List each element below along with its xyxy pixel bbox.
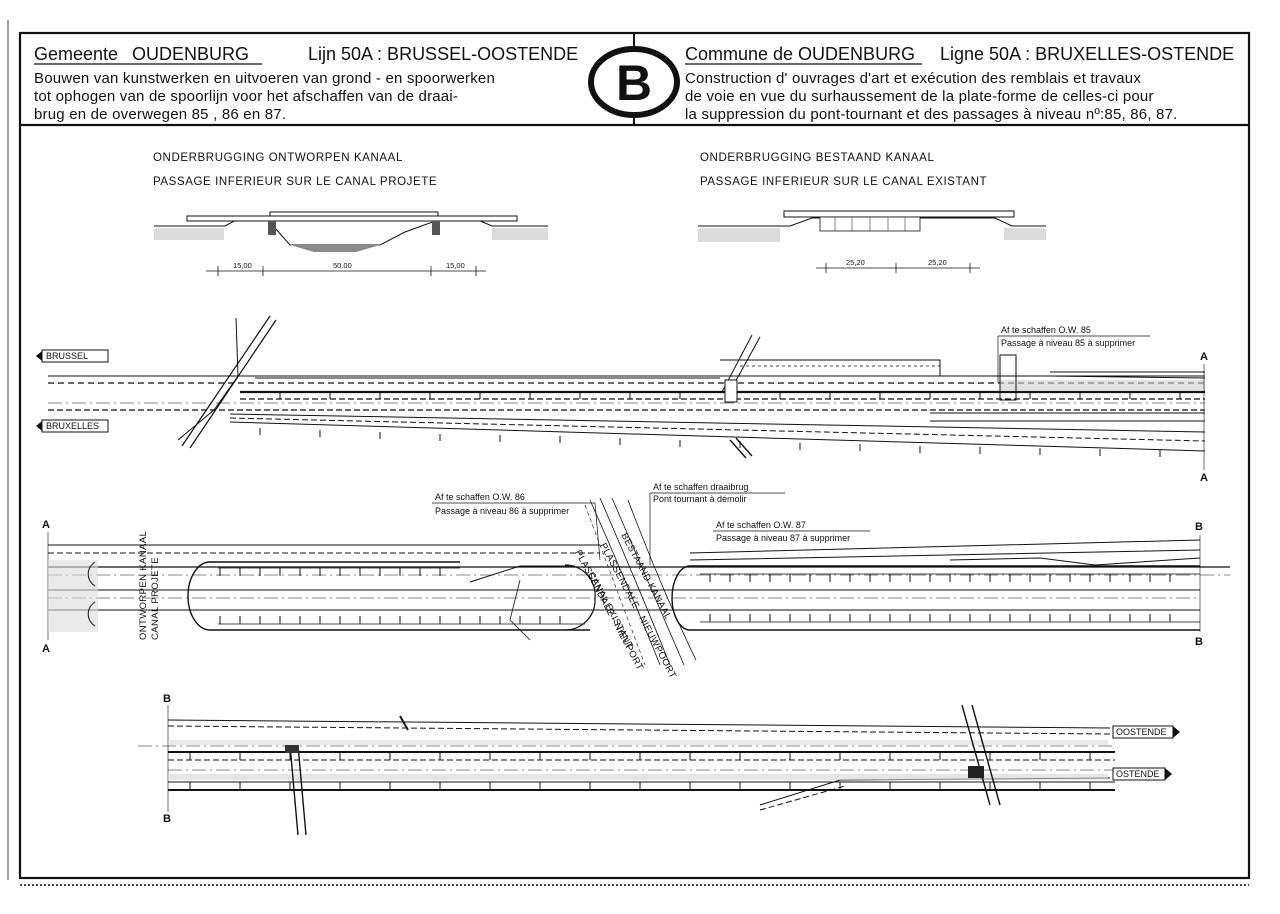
description-nl-line-1: Bouwen van kunstwerken en uitvoeren van … (34, 70, 495, 87)
plan-segment-1: BRUSSEL BRUXELLES (36, 315, 1208, 484)
match-mark-b-bottom-right: B (1195, 636, 1203, 648)
svg-text:Af te schaffen draaibrug: Af te schaffen draaibrug (653, 482, 748, 492)
description-fr-line-3: la suppression du pont-tournant et des p… (685, 106, 1178, 123)
section-left-title-nl: ONDERBRUGGING ONTWORPEN KANAAL (153, 152, 403, 164)
note-ow85: Af te schaffen O.W. 85 Passage à niveau … (997, 325, 1150, 383)
municipality-fr: Commune de OUDENBURG (685, 44, 915, 64)
match-mark-b-top-right: B (1195, 521, 1203, 533)
logo-letter: B (616, 55, 652, 111)
note-draaibrug: Af te schaffen draaibrug Pont tournant à… (649, 482, 785, 565)
dim-right-1: 25,20 (846, 258, 865, 267)
line-title-nl: Lijn 50A : BRUSSEL-OOSTENDE (308, 44, 578, 64)
match-mark-a-bottom-right: A (1200, 472, 1208, 484)
section-right-title-fr: PASSAGE INFERIEUR SUR LE CANAL EXISTANT (700, 176, 987, 188)
dim-left-1: 15,00 (233, 261, 252, 270)
svg-text:Passage à niveau 87 à supprime: Passage à niveau 87 à supprimer (716, 533, 850, 543)
description-nl-line-3: brug en de overwegen 85 , 86 en 87. (34, 106, 286, 123)
section-existing-canal: ONDERBRUGGING BESTAAND KANAAL PASSAGE IN… (698, 152, 1046, 273)
match-mark-b-top-left: B (163, 693, 171, 705)
match-mark-b-bottom-left: B (163, 813, 171, 825)
municipality-name-nl: OUDENBURG (132, 44, 249, 64)
svg-text:Passage à niveau 85 à supprime: Passage à niveau 85 à supprimer (1001, 338, 1135, 348)
note-ow86: Af te schaffen O.W. 86 Passage à niveau … (432, 492, 601, 561)
description-fr-line-1: Construction d' ouvrages d'art et exécut… (685, 70, 1141, 87)
svg-text:OOSTENDE: OOSTENDE (1116, 727, 1167, 737)
line-title-fr: Ligne 50A : BRUXELLES-OSTENDE (940, 44, 1234, 64)
svg-text:Af te schaffen O.W. 86: Af te schaffen O.W. 86 (435, 492, 525, 502)
header-right: Commune de OUDENBURG Ligne 50A : BRUXELL… (685, 44, 1234, 123)
dim-right-2: 25,20 (928, 258, 947, 267)
canal-projected-fr: CANAL PROJETE (150, 557, 161, 640)
match-mark-a-bottom-left: A (42, 643, 50, 655)
railway-logo: B (588, 46, 680, 118)
match-mark-a-top-left: A (42, 519, 50, 531)
svg-text:BRUSSEL: BRUSSEL (46, 351, 88, 361)
municipality-label-nl: Gemeente (34, 44, 118, 64)
note-ow87: Af te schaffen O.W. 87 Passage à niveau … (713, 520, 870, 543)
description-nl-line-2: tot ophogen van de spoorlijn voor het af… (34, 88, 458, 105)
svg-text:BRUXELLES: BRUXELLES (46, 421, 99, 431)
svg-text:OSTENDE: OSTENDE (1116, 769, 1160, 779)
section-right-title-nl: ONDERBRUGGING BESTAAND KANAAL (700, 152, 934, 164)
svg-text:Af te schaffen O.W. 85: Af te schaffen O.W. 85 (1001, 325, 1091, 335)
svg-text:Af te schaffen O.W. 87: Af te schaffen O.W. 87 (716, 520, 806, 530)
svg-text:Passage à niveau 86 à supprime: Passage à niveau 86 à supprimer (435, 506, 569, 516)
plan-segment-2: A A B B ONTWORPEN KANAAL CANAL PROJETE (42, 482, 1230, 681)
plan-segment-3: B B OOSTENDE OSTENDE (138, 693, 1180, 836)
section-projected-canal: ONDERBRUGGING ONTWORPEN KANAAL PASSAGE I… (153, 152, 548, 276)
svg-text:Pont tournant à démolir: Pont tournant à démolir (653, 494, 747, 504)
section-left-title-fr: PASSAGE INFERIEUR SUR LE CANAL PROJETE (153, 176, 437, 188)
destination-ostende: OSTENDE (1112, 767, 1172, 781)
description-fr-line-2: de voie en vue du surhaussement de la pl… (685, 88, 1154, 105)
destination-bruxelles: BRUXELLES (36, 419, 109, 433)
dim-left-3: 15,00 (446, 261, 465, 270)
match-mark-a-top-right: A (1200, 351, 1208, 363)
destination-oostende: OOSTENDE (1112, 725, 1180, 739)
header-left: Gemeente OUDENBURG Lijn 50A : BRUSSEL-OO… (34, 44, 578, 123)
destination-brussel: BRUSSEL (36, 349, 109, 363)
dim-left-2: 50.00 (333, 261, 352, 270)
canal-projected-nl: ONTWORPEN KANAAL (138, 531, 149, 640)
